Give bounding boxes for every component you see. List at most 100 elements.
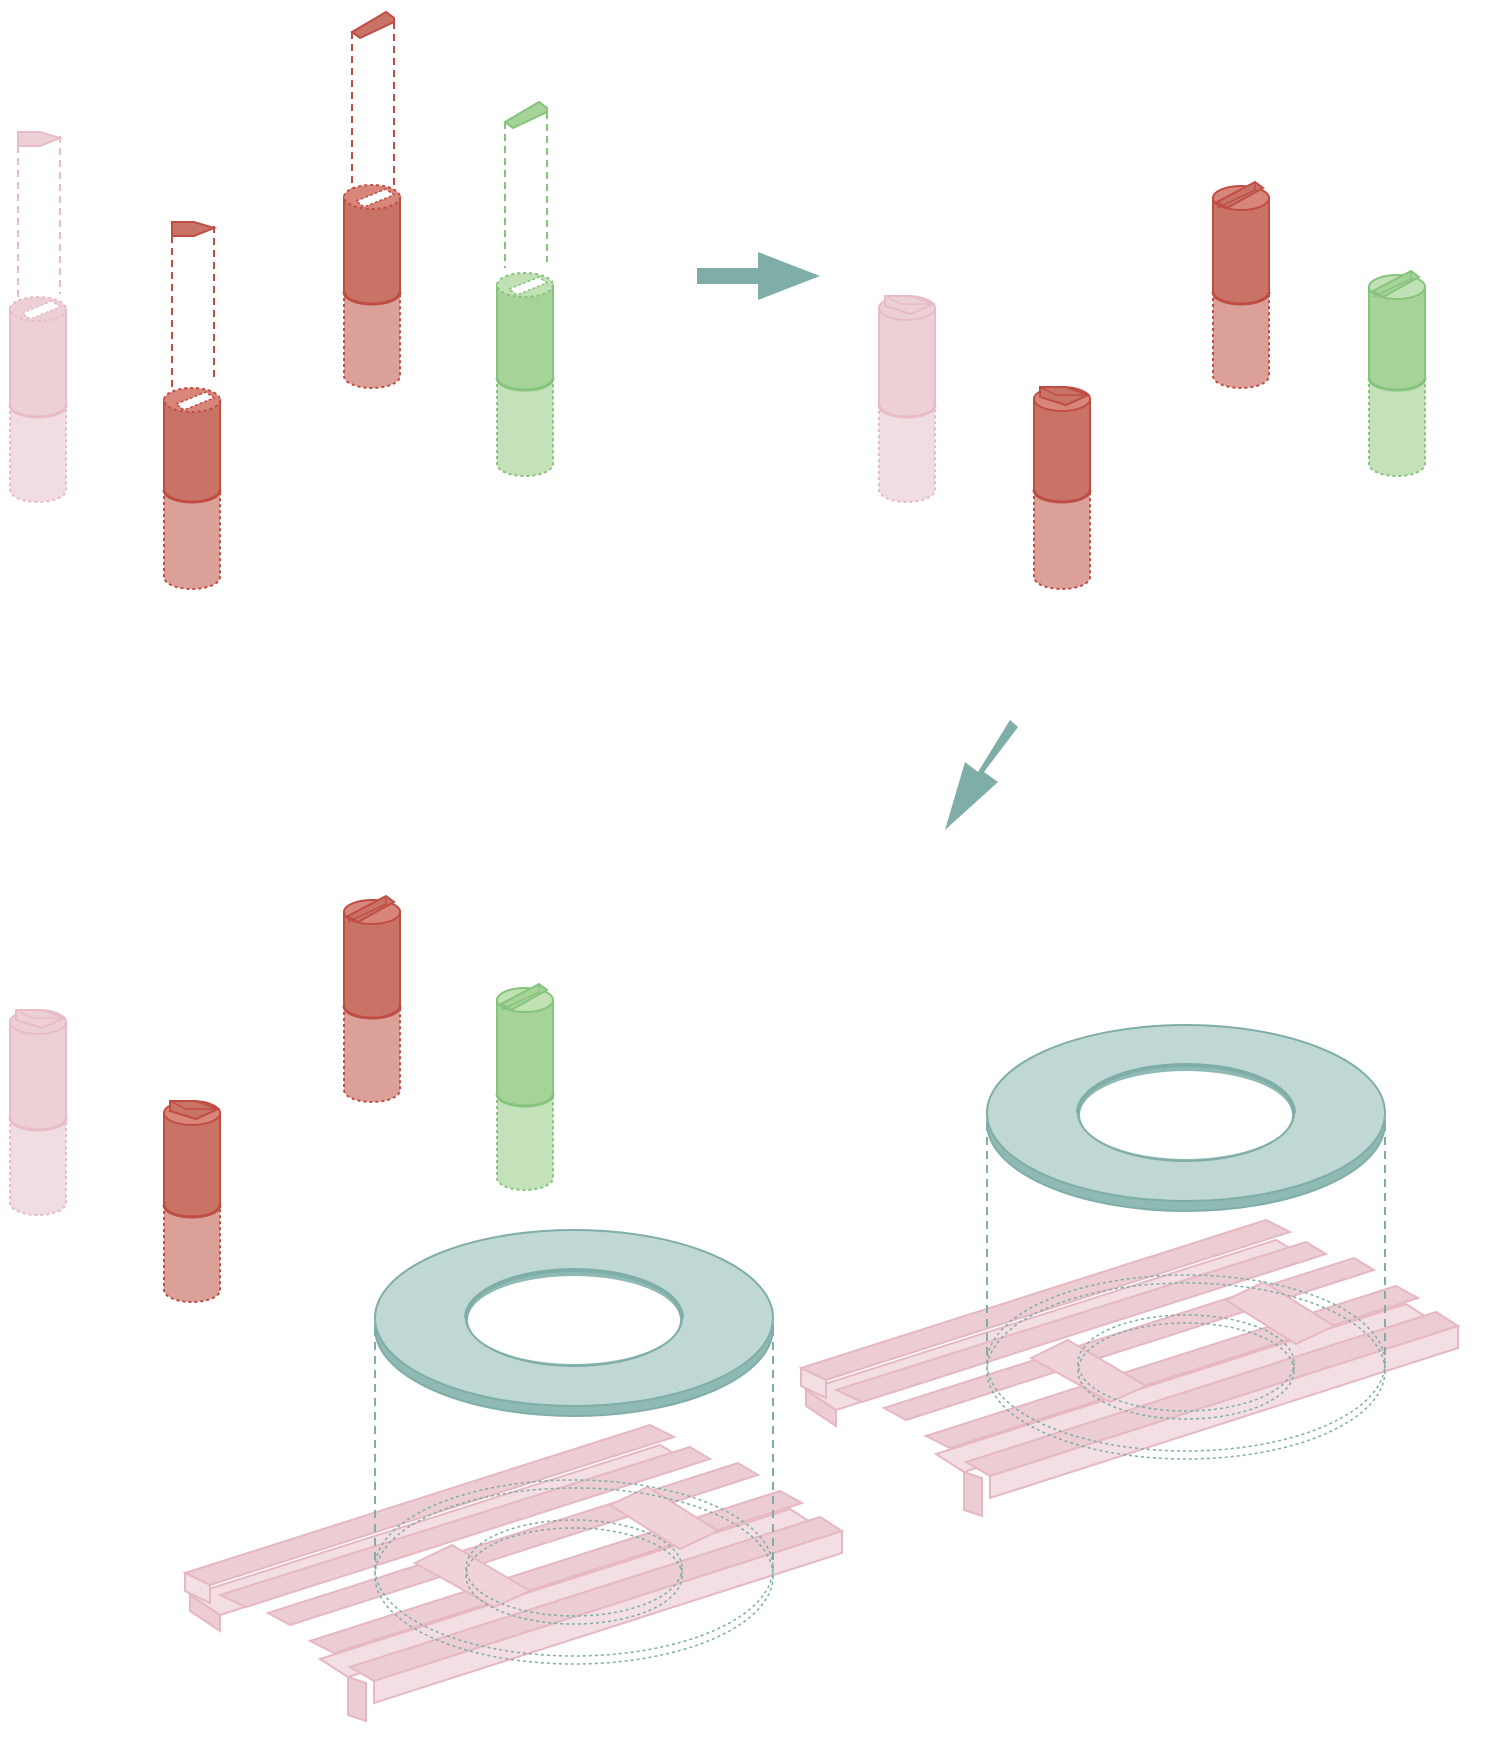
pallet-edge (800, 1366, 827, 1400)
ring-left (373, 1229, 775, 1665)
cylinder-knob-edge (169, 1100, 218, 1110)
pallet-board (833, 1240, 1329, 1404)
cylinder-knob (1039, 386, 1091, 407)
cylinder-bottom (343, 1005, 401, 1103)
cylinder-bottom (343, 291, 401, 389)
cylinder-bottom (878, 404, 936, 503)
cylinder-seam (877, 404, 937, 419)
cylinder-bottom (9, 404, 67, 503)
pallet-right (798, 1218, 1461, 1518)
cylinder-bottom (1212, 291, 1270, 389)
cylinder-bottom (1033, 489, 1091, 590)
cylinder-knob (169, 1100, 221, 1121)
pallets-layer (182, 1218, 1461, 1723)
cylinder-red-1a (162, 387, 222, 590)
cylinder-top (343, 911, 401, 1019)
cylinder-green-1 (495, 272, 555, 477)
cylinder-seam (1032, 489, 1092, 504)
rings-layer (373, 1024, 1387, 1665)
pallet-edge (184, 1571, 211, 1605)
pallet-edge (989, 1324, 1459, 1500)
cylinder-top (1368, 286, 1426, 391)
cylinder-green-3 (495, 982, 555, 1191)
pallet-stringer (412, 1543, 533, 1609)
cylinder-bottom (9, 1117, 67, 1216)
cylinder-pink-2 (877, 295, 937, 503)
arrows-layer (697, 252, 1018, 830)
cylinder-seam (162, 489, 222, 504)
cylinder-knob-edge (500, 984, 540, 1011)
cylinder-red-2a (1032, 386, 1092, 590)
ghost-red-a (171, 221, 218, 388)
cylinder-knob (884, 295, 936, 316)
cylinder-knob (1370, 269, 1421, 299)
cylinder-red-3a (162, 1100, 222, 1303)
ring-shadow-inner (465, 1527, 683, 1625)
pallet-left (182, 1423, 845, 1723)
ring-shadow (374, 1479, 774, 1657)
ring-hole (468, 1276, 680, 1364)
ring-shadow (374, 1487, 774, 1665)
ring-shadow-inner (465, 1519, 683, 1617)
cylinder-knob (1214, 180, 1265, 210)
cylinder-knob-edge (1039, 386, 1088, 396)
pallet-block (963, 1470, 983, 1518)
ghost-knob (171, 221, 218, 237)
pallet-board (217, 1445, 713, 1609)
pallet-block (805, 1388, 837, 1428)
cylinders-layer (8, 10, 1427, 1303)
cylinder-red-3b (342, 894, 402, 1103)
cylinder-top (1033, 398, 1091, 503)
cylinder-top (9, 1021, 67, 1131)
cylinder-seam (8, 1117, 68, 1132)
pallet-block (347, 1675, 367, 1723)
cylinder-pink-1 (8, 296, 68, 503)
cylinder-seam (495, 1093, 555, 1108)
cylinder-bottom (163, 489, 221, 590)
cylinder-top (1212, 197, 1270, 305)
ring-inner-edge (1076, 1063, 1296, 1114)
cylinder-slot (354, 188, 396, 208)
cylinder-slot (507, 276, 549, 296)
cylinder-bottom (496, 1093, 554, 1191)
cylinder-top (343, 196, 401, 305)
ring-right (985, 1024, 1387, 1460)
cylinder-slot (20, 300, 62, 320)
pallet-stringer (1223, 1280, 1337, 1346)
cylinder-slot (174, 391, 216, 411)
arrow-down-left-icon (945, 720, 1018, 830)
cylinder-knob (345, 894, 396, 924)
cylinder-top (163, 1112, 221, 1218)
ghost-red-b (350, 10, 395, 192)
ring-shadow (986, 1282, 1386, 1460)
arrow-right-icon (697, 252, 820, 300)
cylinder-top (9, 308, 67, 418)
cylinder-knob-edge (15, 1009, 64, 1019)
cylinder-seam (1367, 377, 1427, 392)
cylinder-green-2 (1367, 269, 1427, 477)
cylinder-knob-edge (1372, 271, 1412, 298)
ring-shadow-inner (1077, 1322, 1295, 1420)
cylinder-knob (15, 1009, 67, 1030)
ring-hole (1080, 1071, 1292, 1159)
cylinder-pink-3 (8, 1009, 68, 1216)
cylinder-seam (8, 404, 68, 419)
cylinder-bottom (1368, 377, 1426, 477)
cylinder-top (878, 307, 936, 418)
cylinder-top (496, 999, 554, 1107)
cylinder-top (163, 399, 221, 503)
ghost-pink (17, 131, 64, 300)
cylinder-knob (498, 982, 549, 1012)
cylinder-knob-edge (1216, 182, 1256, 209)
cylinder-red-1b (342, 184, 402, 389)
ghost-knob (350, 10, 395, 40)
cylinder-red-2b (1211, 180, 1271, 389)
cylinder-seam (162, 1204, 222, 1219)
pallet-edge (373, 1529, 843, 1705)
ring-shadow (986, 1274, 1386, 1452)
pallet-block (189, 1593, 221, 1633)
cylinder-seam (495, 377, 555, 392)
ghost-knob (17, 131, 64, 147)
